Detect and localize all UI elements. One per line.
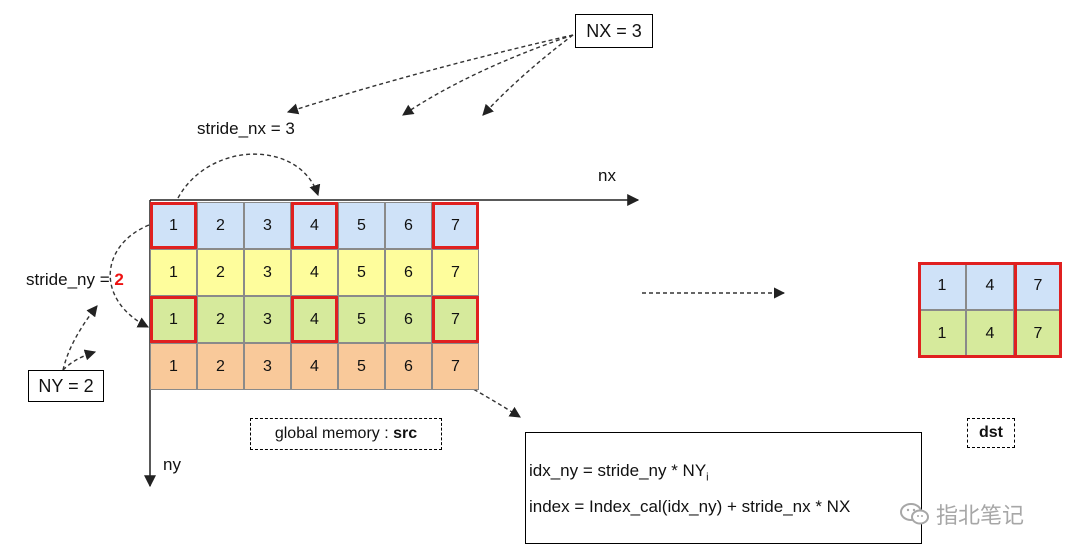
src-highlight (432, 202, 479, 249)
watermark-text: 指北笔记 (936, 503, 1025, 528)
formula-box: idx_ny = stride_ny * NYi index = Index_c… (525, 432, 922, 544)
dst-col-highlight (1014, 262, 1062, 358)
src-cell: 1 (150, 296, 197, 343)
src-cell: 1 (150, 343, 197, 390)
src-cell: 1 (150, 249, 197, 296)
src-label-box: global memory : src (250, 418, 442, 450)
src-cell: 5 (338, 296, 385, 343)
formula-line-1-sub: i (706, 471, 709, 484)
src-cell: 2 (197, 343, 244, 390)
stride-ny-prefix: stride_ny = (26, 270, 115, 289)
ny-const-box: NY = 2 (28, 370, 104, 402)
dst-cell: 4 (966, 310, 1014, 358)
nx-const-box: NX = 3 (575, 14, 653, 48)
dst-cell: 4 (966, 262, 1014, 310)
src-cell: 2 (197, 296, 244, 343)
src-highlight (150, 296, 197, 343)
src-cell: 7 (432, 249, 479, 296)
nx-const-label: NX = 3 (586, 20, 642, 41)
nx-arrow-1 (286, 34, 574, 115)
wechat-icon (900, 503, 929, 525)
src-highlight (150, 202, 197, 249)
formula-line-1-main: idx_ny = stride_ny * NY (529, 461, 707, 480)
ny-arrow-2 (62, 349, 97, 371)
src-highlight (432, 296, 479, 343)
stride-nx-label: stride_nx = 3 (197, 119, 295, 138)
src-cell: 5 (338, 249, 385, 296)
src-cell: 6 (385, 249, 432, 296)
stride-nx-curve (177, 153, 321, 199)
src-cell: 3 (244, 296, 291, 343)
src-highlight (291, 296, 338, 343)
dst-cell: 1 (918, 262, 966, 310)
dst-cell: 1 (918, 310, 966, 358)
src-cell: 7 (432, 343, 479, 390)
src-cell: 2 (197, 249, 244, 296)
ny-const-label: NY = 2 (38, 375, 94, 396)
src-highlight (291, 202, 338, 249)
src-cell: 3 (244, 202, 291, 249)
src-cell: 6 (385, 343, 432, 390)
formula-line-1: idx_ny = stride_ny * NYi (529, 461, 709, 483)
stride-ny-value: 2 (114, 270, 124, 289)
axis-x-label: nx (598, 166, 616, 185)
dst-label-name: dst (979, 424, 1003, 441)
ny-arrow-1 (62, 305, 98, 371)
src-cell: 4 (291, 343, 338, 390)
dst-label-box: dst (967, 418, 1015, 448)
src-cell: 5 (338, 343, 385, 390)
formula-line-2: index = Index_cal(idx_ny) + stride_nx * … (529, 497, 851, 516)
src-cell: 3 (244, 249, 291, 296)
axis-y-label: ny (163, 455, 181, 474)
src-cell: 6 (385, 296, 432, 343)
stride-ny-curve (109, 224, 150, 328)
src-cell: 2 (197, 202, 244, 249)
src-cell: 6 (385, 202, 432, 249)
src-cell: 3 (244, 343, 291, 390)
watermark: 指北笔记 (900, 498, 1024, 530)
src-cell: 5 (338, 202, 385, 249)
stride-ny-label: stride_ny = 2 (26, 271, 124, 288)
src-cell: 4 (291, 249, 338, 296)
src-label-name: src (393, 425, 418, 442)
nx-arrow-2 (402, 34, 574, 116)
src-label-prefix: global memory : (274, 425, 389, 442)
nx-arrow-3 (482, 34, 574, 116)
